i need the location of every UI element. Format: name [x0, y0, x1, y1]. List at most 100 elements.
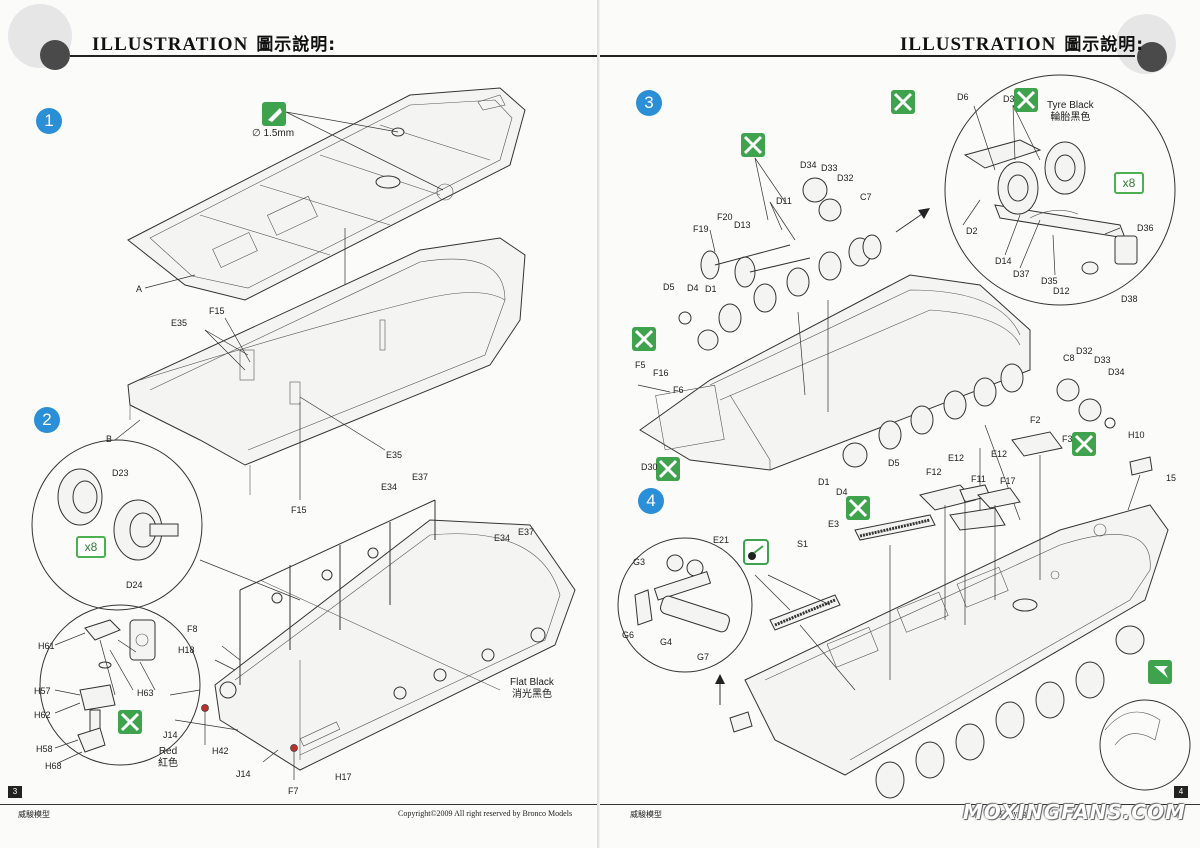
label-D30: D30: [641, 462, 658, 472]
label-F17: F17: [1000, 476, 1016, 486]
label-A: A: [136, 284, 143, 294]
label-D4-bottom: D4: [836, 487, 848, 497]
page-number-left: 3: [8, 786, 22, 798]
label-D34-top: D34: [800, 160, 817, 170]
page-number-right: 4: [1174, 786, 1188, 798]
title-cn: 圖示說明:: [256, 35, 337, 55]
step-2-badge: 2: [34, 407, 60, 433]
label-J14-upper: J14: [163, 730, 178, 740]
label-G7: G7: [697, 652, 710, 662]
label-D1-bottom: D1: [818, 477, 830, 487]
label-S1: S1: [797, 539, 809, 549]
footer-copyright-left: Copyright©2009 All right reserved by Bro…: [398, 809, 573, 818]
propeller-parts: [678, 244, 811, 325]
footer-brand-right: 威駿模型: [630, 810, 662, 819]
paint-drop-icon: [743, 539, 769, 565]
label-H57: H57: [34, 686, 51, 696]
flat-black-note: Flat Black 消光黑色: [510, 677, 554, 701]
cement-icon-F3: [1072, 432, 1096, 456]
cement-icon-D30: [656, 457, 680, 481]
label-F12: F12: [926, 467, 942, 477]
hull-suspension-assembly: [214, 499, 576, 771]
label-F20: F20: [717, 212, 733, 222]
label-F11: F11: [971, 474, 986, 484]
road-wheel-row-upper: [718, 234, 882, 333]
label-D3: D3: [1003, 94, 1015, 104]
site-watermark: MOXINGFANS.COM: [962, 800, 1186, 824]
header-rule: [70, 55, 600, 57]
red-paint-en: Red: [158, 746, 178, 757]
label-F2: F2: [1030, 415, 1041, 425]
footer-rule-left: [0, 804, 600, 805]
cement-icon-step3-top: [891, 90, 915, 114]
qty-badge-x8-right: x8: [1114, 172, 1144, 194]
label-D37: D37: [1013, 269, 1030, 279]
label-F3: F3: [1062, 434, 1073, 444]
left-diagram-art: [31, 87, 576, 780]
flip-arrow-icon: [1148, 660, 1172, 684]
hull-tracks-assembly: [639, 274, 1031, 471]
red-paint-note: Red 紅色: [158, 746, 178, 770]
label-H42: H42: [212, 746, 229, 756]
label-B: B: [106, 434, 113, 444]
title-cn: 圖示說明:: [1064, 35, 1145, 55]
label-J14-lower: J14: [236, 769, 251, 779]
label-E34: E34: [381, 482, 398, 492]
tyre-black-en: Tyre Black: [1047, 100, 1094, 111]
footer-copyright-right: Copyright©: [1000, 809, 1039, 818]
label-E35-top: E35: [171, 318, 188, 328]
label-D35: D35: [1041, 276, 1058, 286]
road-wheel-row-lower: [878, 363, 1024, 450]
label-E12-left: E12: [948, 453, 965, 463]
label-H10: H10: [1128, 430, 1145, 440]
header-rule: [600, 55, 1135, 57]
label-D5-bottom: D5: [888, 458, 900, 468]
road-wheel-detail: [57, 468, 179, 561]
red-paint-cn: 紅色: [158, 758, 178, 769]
label-D38: D38: [1121, 294, 1138, 304]
lower-hull: [127, 237, 526, 495]
suspension-detail: [963, 139, 1138, 275]
step-3-badge: 3: [636, 90, 662, 116]
drill-note: ∅ 1.5mm: [252, 128, 295, 139]
step4-road-wheels: [875, 625, 1145, 799]
label-H17: H17: [335, 772, 352, 782]
footer-brand-left: 威駿模型: [18, 810, 50, 819]
label-F15-bottom: F15: [291, 505, 307, 515]
upper-hull-deck: [127, 87, 526, 301]
label-D23: D23: [112, 468, 129, 478]
step-1-badge: 1: [36, 108, 62, 134]
right-diagram-art: [617, 74, 1191, 799]
label-D14: D14: [995, 256, 1012, 266]
glue-icon-step1: [262, 102, 286, 126]
label-D12: D12: [1053, 286, 1070, 296]
label-F15-top: F15: [209, 306, 225, 316]
label-D32-top: D32: [837, 173, 854, 183]
label-G4: G4: [660, 637, 673, 647]
label-E37: E37: [412, 472, 429, 482]
tyre-black-note: Tyre Black 輪胎黑色: [1047, 100, 1094, 124]
label-E21: E21: [713, 535, 730, 545]
step-4-badge: 4: [638, 488, 664, 514]
sprocket-parts: [697, 177, 1116, 468]
label-F7: F7: [288, 786, 299, 796]
step4-panels: [769, 431, 1153, 631]
label-H61: H61: [38, 641, 55, 651]
label-G6: G6: [622, 630, 635, 640]
left-page: ILLUSTRATION 圖示說明: 1 2: [0, 0, 600, 848]
label-F8: F8: [187, 624, 198, 634]
label-F6: F6: [673, 385, 684, 395]
label-F16: F16: [653, 368, 669, 378]
label-D13: D13: [734, 220, 751, 230]
label-15: 15: [1166, 473, 1177, 483]
page-title: ILLUSTRATION 圖示說明:: [92, 30, 336, 56]
label-D2: D2: [966, 226, 978, 236]
label-H58: H58: [36, 744, 53, 754]
exhaust-detail: [634, 554, 731, 633]
label-D6: D6: [957, 92, 969, 102]
label-D33-right: D33: [1094, 355, 1111, 365]
label-C7: C7: [860, 192, 872, 202]
title-en: ILLUSTRATION: [92, 34, 249, 55]
qty-badge-x8-left: x8: [76, 536, 106, 558]
